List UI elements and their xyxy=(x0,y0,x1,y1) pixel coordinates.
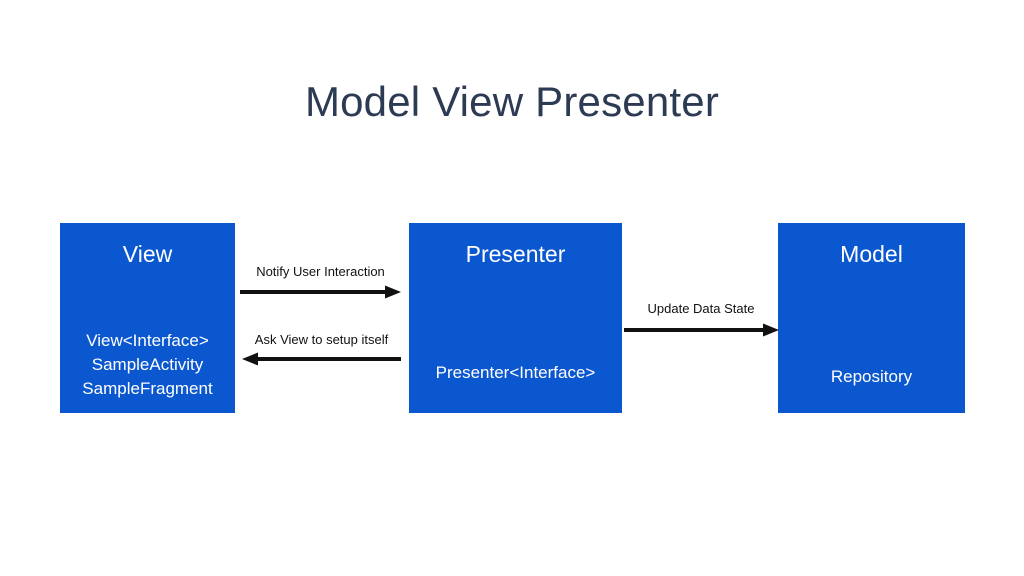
arrow-label-notify-user-interaction: Notify User Interaction xyxy=(256,264,385,279)
arrow-ask-view-to-setup-itself xyxy=(242,351,401,367)
node-title-presenter: Presenter xyxy=(465,241,566,267)
node-title-view: View xyxy=(122,241,173,267)
arrow-label-update-data-state: Update Data State xyxy=(647,301,755,316)
node-body-model: Repository xyxy=(778,365,965,389)
node-box-view[interactable]: View View<Interface> SampleActivity Samp… xyxy=(60,223,235,413)
node-box-presenter[interactable]: Presenter Presenter<Interface> xyxy=(409,223,622,413)
node-line-sample-fragment: SampleFragment xyxy=(82,379,213,398)
arrow-left-icon xyxy=(242,352,401,366)
arrow-notify-user-interaction xyxy=(240,284,401,300)
node-body-presenter: Presenter<Interface> xyxy=(409,361,622,385)
node-line-repository: Repository xyxy=(830,367,913,386)
arrow-right-icon xyxy=(624,323,779,337)
page-title: Model View Presenter xyxy=(304,78,720,125)
node-line-view-interface: View<Interface> xyxy=(86,331,209,350)
arrow-right-icon xyxy=(240,285,401,299)
arrow-label-ask-view-to-setup-itself: Ask View to setup itself xyxy=(254,332,389,347)
node-title-model: Model xyxy=(840,241,903,267)
arrow-update-data-state xyxy=(624,322,779,338)
node-line-sample-activity: SampleActivity xyxy=(91,355,204,374)
node-body-view: View<Interface> SampleActivity SampleFra… xyxy=(60,329,235,401)
node-box-model[interactable]: Model Repository xyxy=(778,223,965,413)
node-line-presenter-interface: Presenter<Interface> xyxy=(435,363,596,382)
